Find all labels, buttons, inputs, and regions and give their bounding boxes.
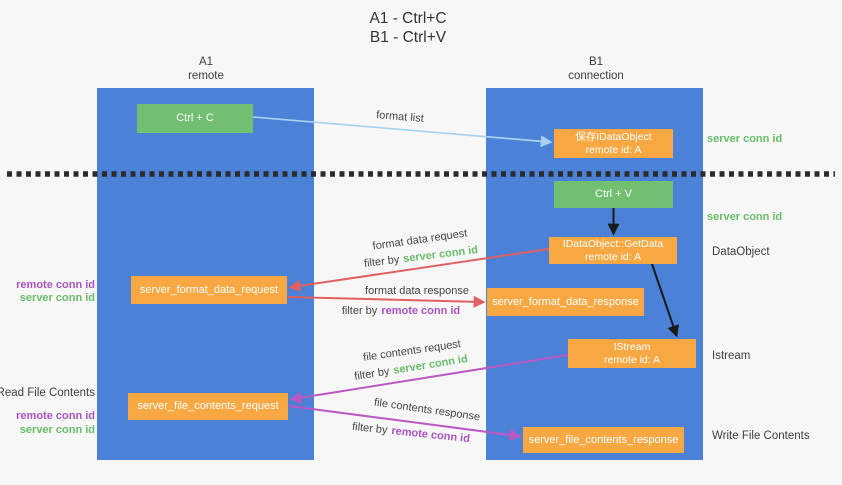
node-ctrl-c-label: Ctrl + C [176, 112, 214, 124]
filter-by-text: filter by [341, 305, 378, 317]
annotation-dataobject: DataObject [712, 246, 770, 258]
remote-conn-id-key: remote conn id [381, 305, 461, 317]
format-list-arrow [252, 116, 553, 148]
annotation-server-conn-id-file: server conn id [19, 424, 95, 436]
annotation-server-conn-id-clipboard: server conn id [707, 133, 783, 145]
node-server-format-data-response-label: server_format_data_response [492, 295, 639, 308]
lifeline-a1-name: A1 [198, 56, 214, 68]
getdata-to-istream-arrow [651, 263, 679, 338]
annotation-read-file-contents: Read File Contents [0, 387, 95, 399]
diagram-title: A1 - Ctrl+C B1 - Ctrl+V [369, 9, 446, 47]
node-idataobject-getdata-line1: IDataObject::GetData [562, 237, 664, 250]
node-server-format-data-request-label: server_format_data_request [139, 283, 279, 296]
annotation-server-conn-id-format: server conn id [19, 292, 95, 304]
file-contents-response-arrow [288, 405, 522, 441]
node-server-file-contents-request-label: server_file_contents_request [137, 400, 279, 412]
node-server-file-contents-response: server_file_contents_response [523, 427, 684, 453]
node-istream-line1: IStream [613, 340, 651, 353]
node-save-idataobject: 保存IDataObject remote id: A [554, 129, 673, 158]
node-save-idataobject-line1: 保存IDataObject [575, 130, 652, 143]
lifeline-a1-role: remote [188, 70, 224, 82]
annotation-write-file-contents: Write File Contents [712, 430, 810, 442]
lifeline-header-a1: A1 remote [188, 55, 224, 83]
file-contents-request-arrow [289, 354, 569, 404]
node-server-format-data-request: server_format_data_request [131, 276, 287, 304]
edge-label-format-data-response: format data response [365, 285, 469, 297]
node-idataobject-getdata: IDataObject::GetData remote id: A [549, 237, 677, 264]
annotation-remote-conn-id-file: remote conn id [16, 410, 95, 422]
node-ctrl-v-label: Ctrl + V [595, 188, 632, 200]
lifeline-b1-name: B1 [588, 56, 604, 68]
node-istream: IStream remote id: A [568, 339, 696, 368]
node-server-file-contents-response-label: server_file_contents_response [528, 433, 679, 446]
node-ctrl-v: Ctrl + V [554, 181, 673, 208]
lifeline-b1-role: connection [568, 70, 624, 82]
node-ctrl-c: Ctrl + C [137, 104, 253, 133]
node-server-format-data-response: server_format_data_response [487, 288, 644, 316]
format-data-request-arrow [288, 248, 550, 292]
annotation-istream: Istream [712, 350, 751, 362]
node-istream-line2: remote id: A [603, 353, 661, 366]
node-save-idataobject-line2: remote id: A [585, 143, 642, 156]
title-line-1: A1 - Ctrl+C [369, 10, 447, 27]
annotation-server-conn-id-paste: server conn id [707, 211, 783, 223]
node-server-file-contents-request: server_file_contents_request [128, 393, 288, 420]
annotation-remote-conn-id-format: remote conn id [16, 279, 95, 291]
format-data-response-arrow [287, 295, 486, 308]
node-idataobject-getdata-line2: remote id: A [584, 250, 642, 263]
lifeline-header-b1: B1 connection [568, 55, 624, 83]
title-line-2: B1 - Ctrl+V [369, 29, 447, 46]
